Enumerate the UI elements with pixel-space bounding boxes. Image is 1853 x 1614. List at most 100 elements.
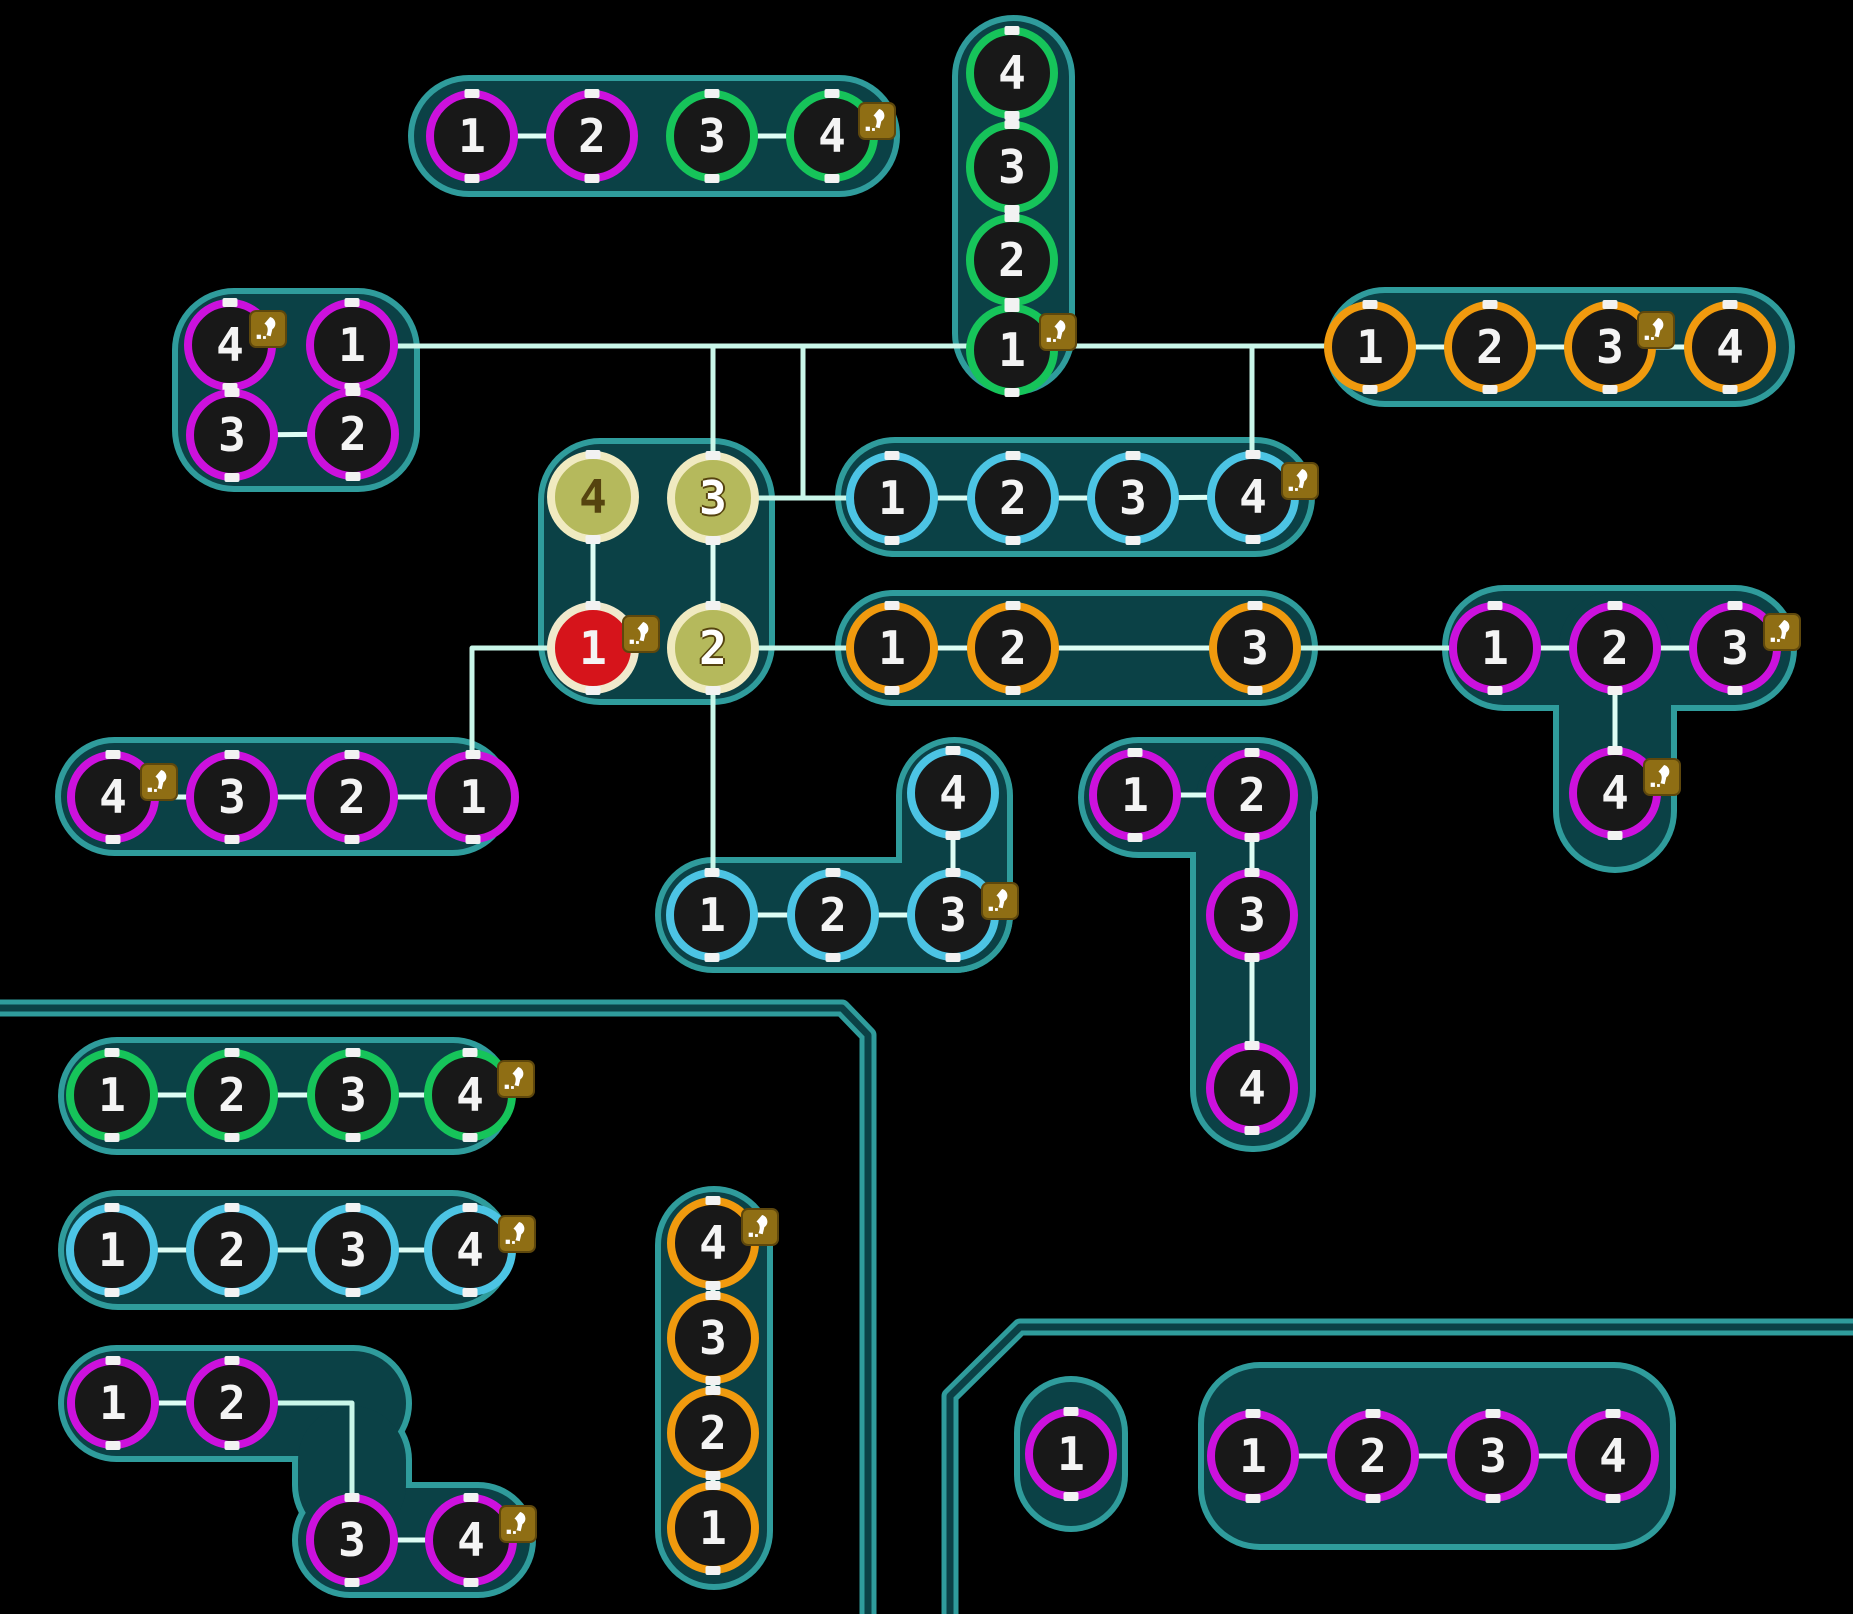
ring-notch-top: [1127, 748, 1143, 757]
note-icon[interactable]: [249, 310, 287, 348]
note-curl-icon: [1650, 764, 1670, 787]
node-cyan-ell-4[interactable]: 4: [907, 746, 999, 840]
node-center-mixed-2[interactable]: 2: [667, 601, 759, 695]
note-icon[interactable]: [497, 1060, 535, 1098]
node-cyan-row-bottom-2[interactable]: 2: [186, 1203, 278, 1297]
node-orange-column-bottom-1[interactable]: 1: [667, 1481, 759, 1575]
node-orange-column-bottom-2[interactable]: 2: [667, 1386, 759, 1480]
ring-notch-top: [1245, 1409, 1261, 1418]
node-magenta-quad-3[interactable]: 3: [186, 388, 278, 482]
node-top-strip-2[interactable]: 2: [546, 89, 638, 183]
node-orange-row-top-1[interactable]: 1: [1324, 300, 1416, 394]
note-icon[interactable]: [1643, 758, 1681, 796]
node-magenta-ell-1[interactable]: 1: [1089, 748, 1181, 842]
ring-notch-bottom: [824, 174, 840, 183]
note-icon[interactable]: [499, 1505, 537, 1543]
node-green-row-bottom-3[interactable]: 3: [307, 1048, 399, 1142]
node-number: 1: [1481, 621, 1509, 675]
note-icon[interactable]: [981, 882, 1019, 920]
node-orange-row-mid-1[interactable]: 1: [846, 601, 938, 695]
node-magenta-row-left-2[interactable]: 2: [306, 750, 398, 844]
note-icon[interactable]: [1039, 313, 1077, 351]
note-icon[interactable]: [622, 615, 660, 653]
node-magenta-quad-2[interactable]: 2: [307, 387, 399, 481]
node-magenta-row-br-3[interactable]: 3: [1447, 1409, 1539, 1503]
node-single-node-1[interactable]: 1: [1025, 1407, 1117, 1501]
node-green-row-bottom-1[interactable]: 1: [66, 1048, 158, 1142]
node-number: 3: [939, 888, 967, 942]
node-orange-row-mid-3[interactable]: 3: [1209, 601, 1301, 695]
node-magenta-zig-3[interactable]: 3: [306, 1493, 398, 1587]
ring-notch-top: [1125, 451, 1141, 460]
note-icon[interactable]: [1637, 311, 1675, 349]
ring-notch-top: [1607, 601, 1623, 610]
node-magenta-row-left-1[interactable]: 1: [427, 750, 519, 844]
node-green-row-bottom-2[interactable]: 2: [186, 1048, 278, 1142]
ring-notch-bottom: [945, 831, 961, 840]
ring-notch-top: [1607, 746, 1623, 755]
ring-notch-top: [224, 1203, 240, 1212]
node-green-column-4[interactable]: 4: [966, 26, 1058, 120]
node-orange-row-mid-2[interactable]: 2: [967, 601, 1059, 695]
node-cyan-row-bottom-1[interactable]: 1: [66, 1203, 158, 1297]
node-cyan-ell-1[interactable]: 1: [666, 868, 758, 962]
node-top-strip-1[interactable]: 1: [426, 89, 518, 183]
note-icon[interactable]: [858, 102, 896, 140]
ring-notch-bottom: [1244, 1126, 1260, 1135]
ring-notch-top: [224, 750, 240, 759]
ring-notch-bottom: [1245, 535, 1261, 544]
ring-notch-bottom: [222, 383, 238, 392]
ring-notch-bottom: [462, 1133, 478, 1142]
ring-notch-bottom: [104, 1288, 120, 1297]
node-cyan-row-3[interactable]: 3: [1087, 451, 1179, 545]
note-icon[interactable]: [1763, 613, 1801, 651]
ring-notch-bottom: [1244, 953, 1260, 962]
node-number: 1: [1057, 1427, 1085, 1481]
ring-notch-bottom: [344, 835, 360, 844]
node-magenta-zig-2[interactable]: 2: [186, 1356, 278, 1450]
node-magenta-tee-3[interactable]: 3: [1689, 601, 1781, 695]
node-number: 3: [1721, 621, 1749, 675]
node-magenta-tee-2[interactable]: 2: [1569, 601, 1661, 695]
ring-notch-top: [1005, 601, 1021, 610]
note-icon[interactable]: [498, 1215, 536, 1253]
node-green-column-2[interactable]: 2: [966, 213, 1058, 307]
ring-notch-top: [224, 1356, 240, 1365]
node-magenta-tee-1[interactable]: 1: [1449, 601, 1541, 695]
node-magenta-ell-2[interactable]: 2: [1206, 748, 1298, 842]
node-magenta-row-left-3[interactable]: 3: [186, 750, 278, 844]
ring-notch-bottom: [345, 1288, 361, 1297]
note-icon[interactable]: [140, 763, 178, 801]
node-magenta-ell-4[interactable]: 4: [1206, 1041, 1298, 1135]
node-orange-row-top-4[interactable]: 4: [1684, 300, 1776, 394]
node-magenta-row-br-2[interactable]: 2: [1327, 1409, 1419, 1503]
node-magenta-quad-1[interactable]: 1: [306, 298, 398, 392]
node-orange-row-top-2[interactable]: 2: [1444, 300, 1536, 394]
node-number: 2: [999, 621, 1027, 675]
note-icon[interactable]: [741, 1208, 779, 1246]
note-curl-icon: [1288, 468, 1308, 491]
node-center-mixed-4[interactable]: 4: [547, 450, 639, 544]
node-magenta-ell-3[interactable]: 3: [1206, 868, 1298, 962]
node-number: 4: [579, 470, 607, 524]
node-cyan-ell-2[interactable]: 2: [787, 868, 879, 962]
node-orange-column-bottom-3[interactable]: 3: [667, 1291, 759, 1385]
node-number: 3: [338, 1513, 366, 1567]
ring-notch-bottom: [1127, 833, 1143, 842]
node-center-mixed-3[interactable]: 3: [667, 451, 759, 545]
node-magenta-zig-1[interactable]: 1: [67, 1356, 159, 1450]
node-magenta-row-br-1[interactable]: 1: [1207, 1409, 1299, 1503]
node-number: 4: [1238, 1061, 1266, 1115]
node-top-strip-3[interactable]: 3: [666, 89, 758, 183]
ring-notch-bottom: [705, 1281, 721, 1290]
node-magenta-row-br-4[interactable]: 4: [1567, 1409, 1659, 1503]
ring-notch-top: [705, 1196, 721, 1205]
ring-notch-bottom: [224, 1133, 240, 1142]
node-cyan-row-bottom-3[interactable]: 3: [307, 1203, 399, 1297]
ring-notch-bottom: [1485, 1494, 1501, 1503]
ring-notch-bottom: [1362, 385, 1378, 394]
node-cyan-row-2[interactable]: 2: [967, 451, 1059, 545]
node-green-column-3[interactable]: 3: [966, 120, 1058, 214]
note-icon[interactable]: [1281, 462, 1319, 500]
node-cyan-row-1[interactable]: 1: [846, 451, 938, 545]
